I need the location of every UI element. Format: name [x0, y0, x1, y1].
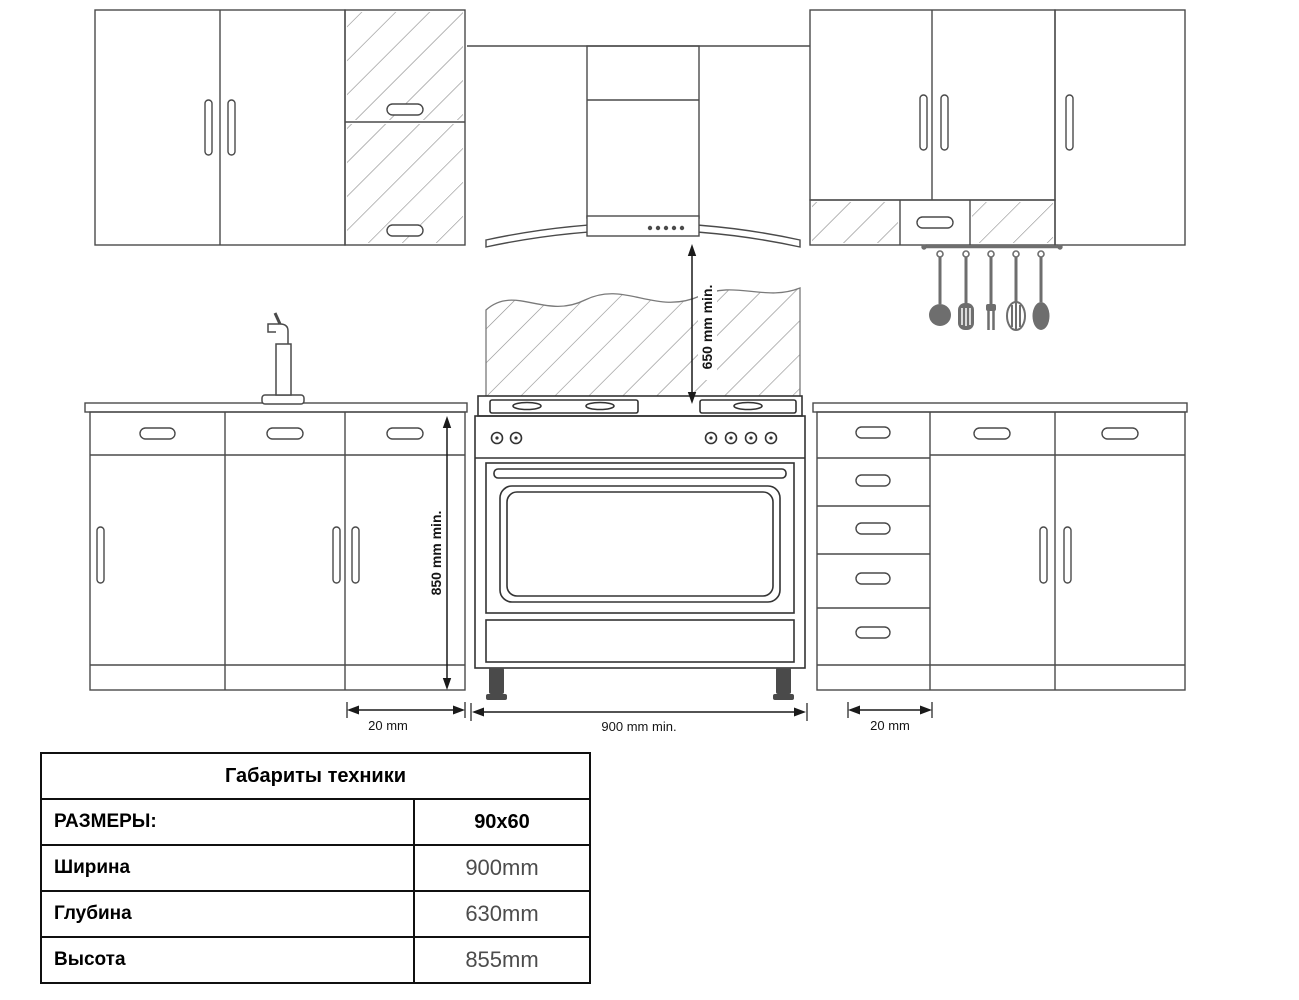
dim-worktop-height: 850 mm min.: [428, 416, 452, 690]
slotted-turner-icon: [958, 303, 974, 330]
drawer-handle: [855, 426, 891, 439]
drawer-handle: [855, 474, 891, 487]
dim-gap-right: 20 mm: [847, 702, 933, 733]
dim-worktop-height-label: 850 mm min.: [428, 511, 444, 596]
range-hood: [467, 45, 810, 248]
table-row-sizes: РАЗМЕРЫ: 90x60: [40, 798, 591, 846]
utensil-rail: [921, 244, 1063, 331]
backsplash-glass: [485, 287, 801, 399]
utensil-hooks: [936, 250, 1045, 258]
cabinet-handle: [227, 99, 236, 156]
cabinet-handle: [940, 94, 949, 151]
drawer-handle: [386, 427, 424, 440]
range-cooker: [474, 395, 806, 700]
control-knobs: [490, 431, 778, 445]
range-feet: [486, 668, 794, 700]
dim-gap-left-label: 20 mm: [368, 718, 408, 733]
oven-door: [485, 462, 795, 614]
table-title: Габариты техники: [40, 752, 591, 800]
row-sizes-value: 90x60: [413, 798, 591, 846]
drawer-handle: [855, 626, 891, 639]
dim-range-width: 900 mm min.: [470, 703, 808, 734]
range-body: [474, 415, 806, 669]
dim-hood-clearance-label: 650 mm min.: [699, 285, 715, 370]
cabinet-handle: [204, 99, 213, 156]
row-width-label: Ширина: [40, 844, 415, 892]
oven-window: [499, 485, 781, 603]
spoon-icon: [1032, 302, 1050, 330]
table-row-depth: Глубина 630mm: [40, 890, 591, 938]
dim-gap-right-label: 20 mm: [870, 718, 910, 733]
upper-cabinet-left: [94, 9, 346, 246]
row-height-label: Высота: [40, 936, 415, 984]
cabinet-handle: [386, 103, 424, 116]
ladle-icon: [929, 304, 951, 326]
burner-grate: [489, 399, 639, 414]
drawer-handle: [973, 427, 1011, 440]
hood-body: [586, 215, 700, 237]
cabinet-handle: [351, 526, 360, 584]
hood-buttons: [647, 225, 685, 231]
dim-gap-left: 20 mm: [346, 702, 466, 733]
table-row-width: Ширина 900mm: [40, 844, 591, 892]
base-cabinets-right: [812, 402, 1188, 691]
masher-icon: [1006, 301, 1026, 331]
cabinet-handle: [919, 94, 928, 151]
drawer-handle: [855, 522, 891, 535]
storage-drawer: [485, 619, 795, 663]
upper-cabinet-right: [809, 9, 1186, 246]
row-height-value: 855mm: [413, 936, 591, 984]
cabinet-handle: [332, 526, 341, 584]
row-depth-label: Глубина: [40, 890, 415, 938]
cabinet-handle: [1065, 94, 1074, 151]
fork-icon: [986, 304, 996, 330]
dim-hood-clearance: 650 mm min.: [687, 244, 717, 404]
drawer-handle: [1101, 427, 1139, 440]
dimensions-table: Габариты техники РАЗМЕРЫ: 90x60 Ширина 9…: [40, 752, 591, 984]
cabinet-handle: [1063, 526, 1072, 584]
cabinet-handle: [916, 216, 954, 229]
drawer-handle: [139, 427, 176, 440]
row-sizes-label: РАЗМЕРЫ:: [40, 798, 415, 846]
cabinet-handle: [1039, 526, 1048, 584]
cabinet-handle: [96, 526, 105, 584]
row-depth-value: 630mm: [413, 890, 591, 938]
drawer-handle: [266, 427, 304, 440]
upper-cabinet-glass: [344, 9, 466, 246]
table-row-height: Высота 855mm: [40, 936, 591, 984]
oven-handle: [493, 468, 787, 479]
table-title-row: Габариты техники: [40, 752, 591, 800]
utensil-handles: [938, 257, 1043, 304]
countertop-right: [812, 402, 1188, 413]
row-width-value: 900mm: [413, 844, 591, 892]
hood-duct: [586, 45, 700, 219]
burner-grate: [699, 399, 797, 414]
dim-range-width-label: 900 mm min.: [601, 719, 676, 734]
sink-faucet: [261, 312, 305, 405]
base-cabinets-left: [84, 402, 468, 691]
drawer-handle: [855, 572, 891, 585]
cabinet-handle: [386, 224, 424, 237]
